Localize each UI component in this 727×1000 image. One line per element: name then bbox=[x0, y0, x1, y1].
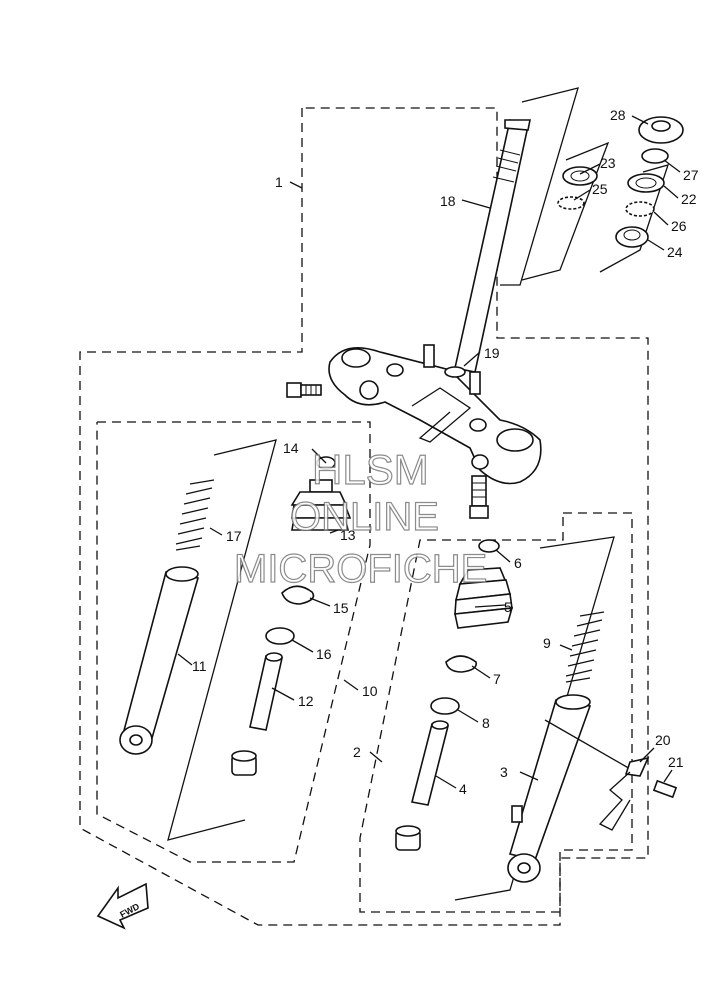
watermark-line2: ONLINE bbox=[290, 495, 439, 539]
label-19: 19 bbox=[484, 345, 500, 361]
label-7: 7 bbox=[493, 671, 501, 687]
label-14: 14 bbox=[283, 440, 299, 456]
right-damper-rod bbox=[411, 720, 449, 806]
under-bracket bbox=[328, 344, 542, 485]
label-9: 9 bbox=[543, 635, 551, 651]
label-25: 25 bbox=[592, 181, 608, 197]
right-fork-boot bbox=[454, 539, 514, 629]
left-fork-spring bbox=[175, 479, 215, 551]
label-12: 12 bbox=[298, 693, 314, 709]
steering-stem bbox=[454, 118, 531, 373]
right-oil-seal bbox=[430, 697, 460, 715]
watermark-line1: HLSM bbox=[312, 446, 429, 493]
left-damper-bushing bbox=[231, 750, 257, 776]
left-damper-rod bbox=[249, 652, 283, 731]
stem-bolt-left bbox=[286, 382, 322, 398]
brake-cable-guide bbox=[544, 719, 678, 831]
bearing-parts bbox=[557, 116, 684, 248]
group-1-boundary bbox=[79, 107, 649, 926]
label-28: 28 bbox=[610, 107, 626, 123]
left-fork-boot bbox=[290, 456, 352, 531]
label-6: 6 bbox=[514, 555, 522, 571]
watermark-line3: MICROFICHE bbox=[234, 547, 487, 591]
label-17: 17 bbox=[226, 528, 242, 544]
label-4: 4 bbox=[459, 781, 467, 797]
label-18: 18 bbox=[440, 193, 456, 209]
right-fork-spring bbox=[565, 611, 605, 683]
label-5: 5 bbox=[504, 599, 512, 615]
label-23: 23 bbox=[600, 155, 616, 171]
leader-lines bbox=[177, 115, 681, 789]
label-24: 24 bbox=[667, 244, 683, 260]
left-oil-seal bbox=[265, 627, 295, 645]
label-11: 11 bbox=[192, 658, 207, 674]
label-15: 15 bbox=[333, 600, 349, 616]
left-fork-tube bbox=[119, 566, 200, 755]
label-26: 26 bbox=[671, 218, 687, 234]
bracket-10 bbox=[167, 439, 277, 841]
right-damper-bushing bbox=[395, 825, 421, 851]
label-16: 16 bbox=[316, 646, 332, 662]
label-13: 13 bbox=[340, 527, 356, 543]
bracket-18 bbox=[500, 87, 579, 286]
group-10-boundary bbox=[96, 421, 371, 863]
right-circlip bbox=[445, 655, 478, 673]
label-2: 2 bbox=[353, 744, 361, 760]
label-20: 20 bbox=[655, 732, 671, 748]
label-8: 8 bbox=[482, 715, 490, 731]
stem-bolt-lower bbox=[469, 475, 489, 519]
bracket-upper-bearings bbox=[521, 141, 610, 281]
label-22: 22 bbox=[681, 191, 697, 207]
label-27: 27 bbox=[683, 167, 699, 183]
label-3: 3 bbox=[500, 764, 508, 780]
right-fork-tube bbox=[507, 694, 592, 883]
label-10: 10 bbox=[362, 683, 378, 699]
label-1: 1 bbox=[275, 174, 283, 190]
fwd-arrow-icon: FWD bbox=[96, 882, 149, 930]
label-21: 21 bbox=[668, 754, 684, 770]
